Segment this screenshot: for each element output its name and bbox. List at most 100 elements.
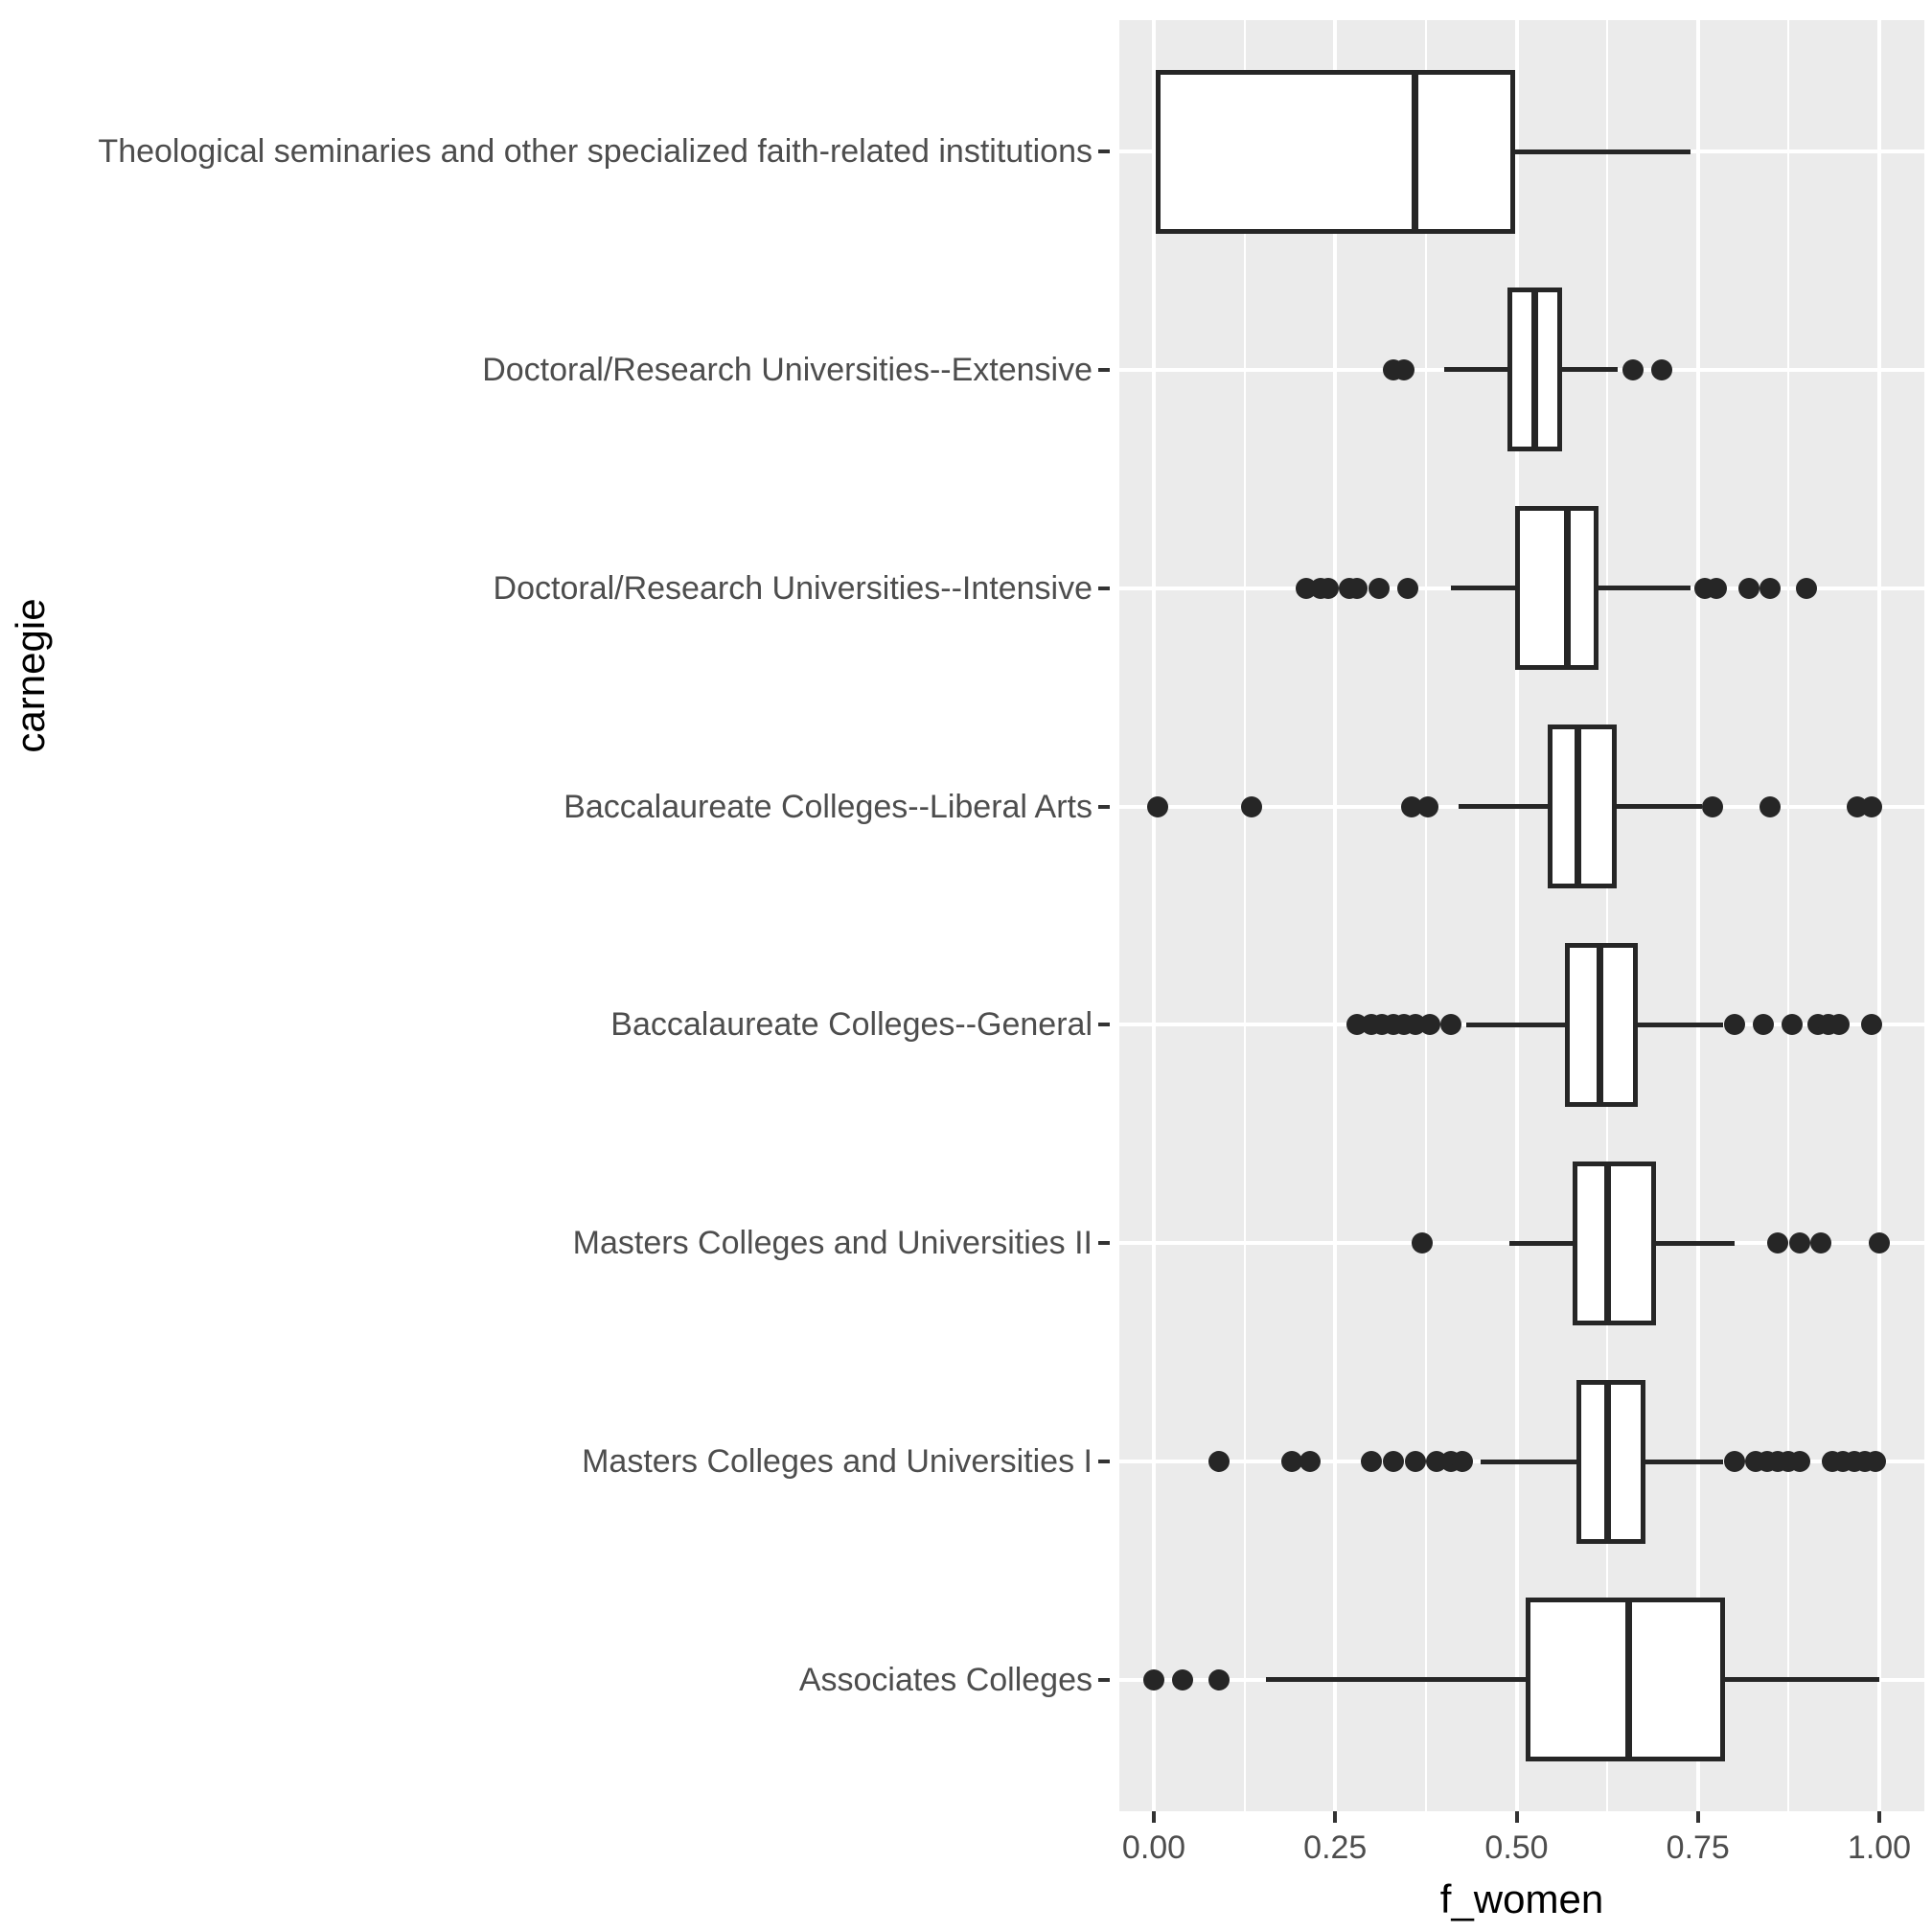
whisker-low [1266, 1677, 1528, 1683]
outlier-point [1451, 1451, 1473, 1473]
whisker-low [1480, 1459, 1578, 1464]
outlier-point [1208, 1451, 1230, 1473]
box-iqr [1576, 1379, 1645, 1544]
whisker-high [1596, 586, 1691, 591]
outlier-point [1208, 1668, 1230, 1690]
outlier-point [1810, 1232, 1832, 1254]
whisker-low [1508, 1240, 1576, 1246]
outlier-point [1143, 1668, 1164, 1690]
outlier-point [1393, 358, 1415, 380]
outlier-point [1440, 1014, 1462, 1036]
outlier-point [1760, 577, 1782, 599]
whisker-high [1654, 1240, 1735, 1246]
outlier-point [1172, 1668, 1194, 1690]
y-tick-mark [1098, 1460, 1110, 1464]
gridline-minor-vertical [1606, 20, 1609, 1811]
x-axis-tick-label: 1.00 [1847, 1829, 1912, 1866]
whisker-high [1723, 1677, 1879, 1683]
outlier-point [1650, 358, 1672, 380]
x-axis-tick-label: 0.75 [1666, 1829, 1730, 1866]
outlier-point [1622, 358, 1644, 380]
outlier-point [1146, 795, 1168, 817]
box-iqr [1573, 1161, 1657, 1325]
whisker-high [1636, 1022, 1724, 1027]
plot-panel [1119, 20, 1924, 1811]
x-axis-title: f_women [1439, 1876, 1604, 1921]
y-tick-mark [1098, 804, 1110, 809]
whisker-high [1512, 149, 1691, 154]
gridline-major-vertical [1333, 20, 1338, 1811]
x-axis-tick-label: 0.25 [1303, 1829, 1368, 1866]
y-tick-mark [1098, 1241, 1110, 1246]
median-line [1575, 724, 1582, 889]
gridline-minor-vertical [1243, 20, 1246, 1811]
outlier-point [1701, 795, 1723, 817]
whisker-low [1443, 367, 1509, 373]
outlier-point [1361, 1451, 1383, 1473]
median-line [1530, 288, 1538, 452]
median-line [1603, 1161, 1611, 1325]
outlier-point [1317, 577, 1339, 599]
y-tick-mark [1098, 1677, 1110, 1682]
outlier-point [1404, 1451, 1426, 1473]
box-iqr [1547, 724, 1617, 889]
x-tick-mark [1514, 1811, 1519, 1823]
outlier-point [1400, 795, 1422, 817]
x-tick-mark [1877, 1811, 1881, 1823]
y-axis-label: Associates Colleges [798, 1661, 1092, 1698]
outlier-point [1869, 1232, 1890, 1254]
box-iqr [1155, 69, 1515, 234]
whisker-low [1458, 804, 1550, 810]
outlier-point [1368, 577, 1390, 599]
outlier-point [1418, 1014, 1440, 1036]
gridline-minor-vertical [1787, 20, 1790, 1811]
outlier-point [1861, 1014, 1883, 1036]
outlier-point [1752, 1014, 1774, 1036]
outlier-point [1767, 1232, 1789, 1254]
y-tick-mark [1098, 1023, 1110, 1027]
outlier-point [1280, 1451, 1302, 1473]
outlier-point [1299, 1451, 1321, 1473]
outlier-point [1737, 577, 1760, 599]
outlier-point [1760, 795, 1782, 817]
outlier-point [1861, 795, 1883, 817]
whisker-low [1465, 1022, 1568, 1027]
outlier-point [1396, 577, 1418, 599]
gridline-major-vertical [1695, 20, 1700, 1811]
outlier-point [1788, 1232, 1810, 1254]
y-axis-label: Baccalaureate Colleges--Liberal Arts [564, 788, 1092, 825]
x-axis-tick-label: 0.50 [1484, 1829, 1549, 1866]
whisker-high [1614, 804, 1702, 810]
outlier-point [1382, 1451, 1404, 1473]
y-axis-label: Doctoral/Research Universities--Intensiv… [493, 569, 1092, 607]
y-axis-label: Doctoral/Research Universities--Extensiv… [482, 351, 1092, 388]
median-line [1412, 69, 1419, 234]
y-tick-mark [1098, 367, 1110, 372]
gridline-major-vertical [1877, 20, 1881, 1811]
y-axis-label: Baccalaureate Colleges--General [610, 1006, 1092, 1044]
outlier-point [1723, 1451, 1745, 1473]
whisker-high [1643, 1459, 1724, 1464]
whisker-low [1451, 586, 1517, 591]
outlier-point [1796, 577, 1818, 599]
y-tick-mark [1098, 150, 1110, 153]
outlier-point [1723, 1014, 1745, 1036]
y-axis-label: Masters Colleges and Universities II [572, 1225, 1092, 1262]
x-axis-tick-label: 0.00 [1121, 1829, 1186, 1866]
y-axis-label: Theological seminaries and other special… [98, 133, 1092, 170]
outlier-point [1782, 1014, 1804, 1036]
gridline-major-vertical [1514, 20, 1519, 1811]
y-axis-label: Masters Colleges and Universities I [582, 1443, 1092, 1481]
outlier-point [1828, 1014, 1851, 1036]
box-iqr [1525, 1598, 1726, 1762]
whisker-high [1559, 367, 1619, 373]
median-line [1597, 942, 1604, 1107]
box-iqr [1514, 506, 1598, 671]
outlier-point [1705, 577, 1727, 599]
x-tick-mark [1152, 1811, 1156, 1823]
outlier-point [1241, 795, 1263, 817]
outlier-point [1346, 577, 1368, 599]
outlier-point [1417, 795, 1439, 817]
outlier-point [1788, 1451, 1810, 1473]
